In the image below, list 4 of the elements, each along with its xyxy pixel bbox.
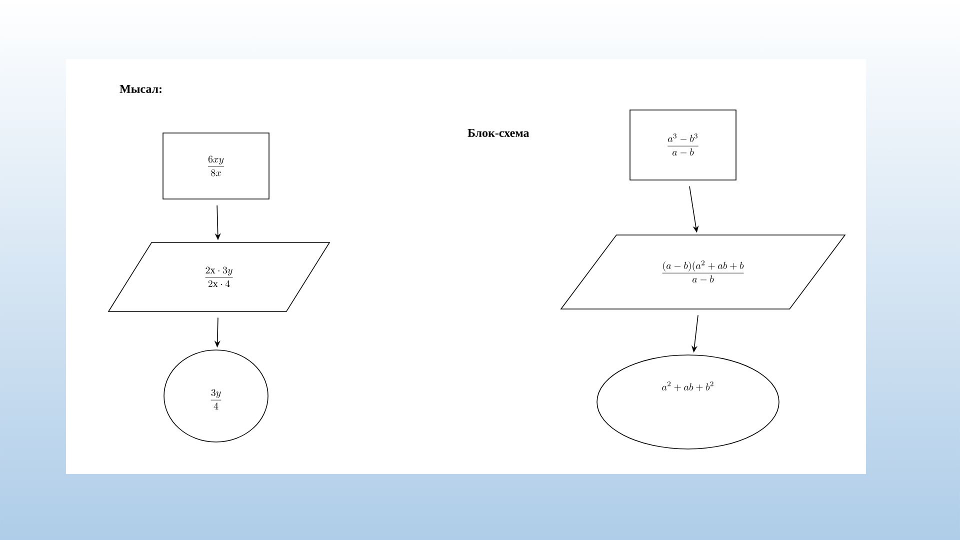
process-box: $\frac{a^3-b^3}{a-b}$ <box>630 110 736 180</box>
section-label: Блок-схема <box>468 129 530 137</box>
process-box: $\frac{6xy}{8x}$ <box>162 132 270 200</box>
heading: Мысал: <box>120 84 162 93</box>
